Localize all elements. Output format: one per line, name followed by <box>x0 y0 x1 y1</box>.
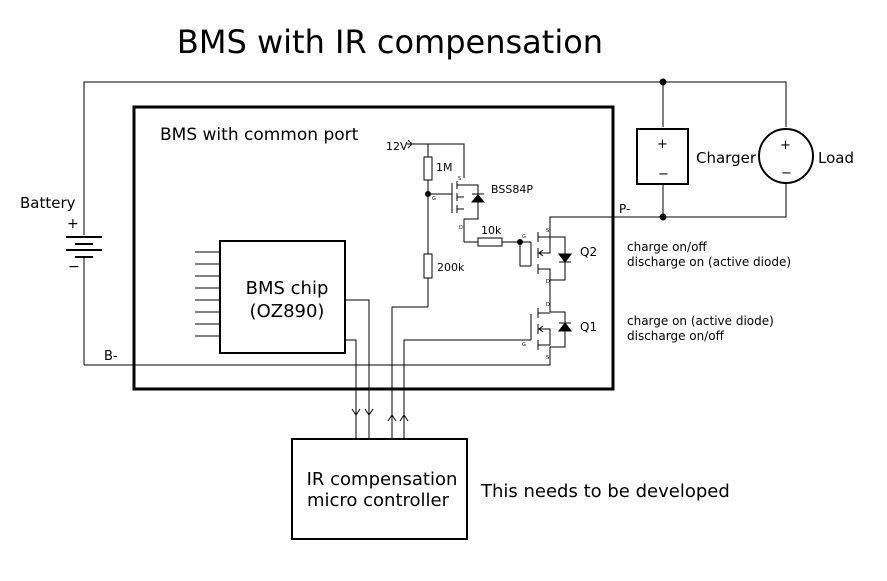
bms-chip-line1: BMS chip <box>246 278 329 299</box>
resistor-1m <box>423 156 433 181</box>
bms-box <box>132 105 615 391</box>
resistor-200k-label: 200k <box>437 261 465 274</box>
q1-pin-s: S <box>546 355 549 361</box>
pmos-bss84p <box>451 181 486 242</box>
load-minus-sign: − <box>781 166 792 181</box>
battery-symbol <box>66 207 102 365</box>
mcu-box <box>291 438 468 540</box>
q1-note-line2: discharge on/off <box>627 329 725 343</box>
top-bus-wire <box>83 78 787 207</box>
bms-chip-line2: (OZ890) <box>250 301 325 322</box>
bms-chip-box <box>219 240 346 354</box>
charger-minus-sign: − <box>658 167 669 182</box>
battery-minus-sign: − <box>68 259 80 275</box>
q1-label: Q1 <box>580 320 597 334</box>
q1-pin-d: D <box>546 302 550 308</box>
pmos-label: BSS84P <box>491 183 533 196</box>
q1-pin-g: G <box>522 342 526 348</box>
b-minus-label: B- <box>104 349 118 364</box>
resistor-10k-label: 10k <box>481 224 502 237</box>
diagram-title: BMS with IR compensation <box>177 23 603 61</box>
q2-pin-s: S <box>546 228 549 234</box>
resistor-10k <box>477 237 503 247</box>
supply-label: 12V <box>386 140 408 153</box>
b-minus-wire <box>84 347 551 366</box>
q2-pin-d: D <box>546 279 550 285</box>
supply-arrow <box>407 139 428 149</box>
q1-mosfet <box>530 308 572 350</box>
battery-plus-sign: + <box>67 216 79 232</box>
p-minus-wire <box>549 183 787 232</box>
mcu-line2: micro controller <box>307 490 450 511</box>
development-note: This needs to be developed <box>480 481 730 502</box>
bms-box-label: BMS with common port <box>160 125 359 145</box>
bms-chip-pins <box>195 251 220 337</box>
q2-pin-g: G <box>522 234 526 240</box>
q2-note-line2: discharge on (active diode) <box>627 255 791 269</box>
r1-wire <box>425 143 465 307</box>
load-plus-sign: + <box>780 138 791 153</box>
signal-arrows <box>351 408 409 422</box>
charger-label: Charger <box>696 149 757 167</box>
q2-mosfet <box>530 232 572 312</box>
signal-wires <box>345 299 531 438</box>
pmos-pin-s: S <box>458 176 461 182</box>
charger-plus-sign: + <box>657 137 668 152</box>
r2-wire <box>464 239 531 267</box>
p-minus-label: P- <box>619 202 630 216</box>
mcu-line1: IR compensation <box>307 469 458 490</box>
q2-label: Q2 <box>580 245 597 259</box>
q2-note-line1: charge on/off <box>627 240 707 254</box>
pmos-pin-g: G <box>432 196 436 202</box>
pmos-pin-d: D <box>459 225 463 231</box>
resistor-1m-label: 1M <box>436 161 453 174</box>
q1-note-line1: charge on (active diode) <box>627 314 774 328</box>
resistor-200k <box>423 253 433 279</box>
battery-label: Battery <box>20 194 76 212</box>
load-label: Load <box>818 149 854 167</box>
